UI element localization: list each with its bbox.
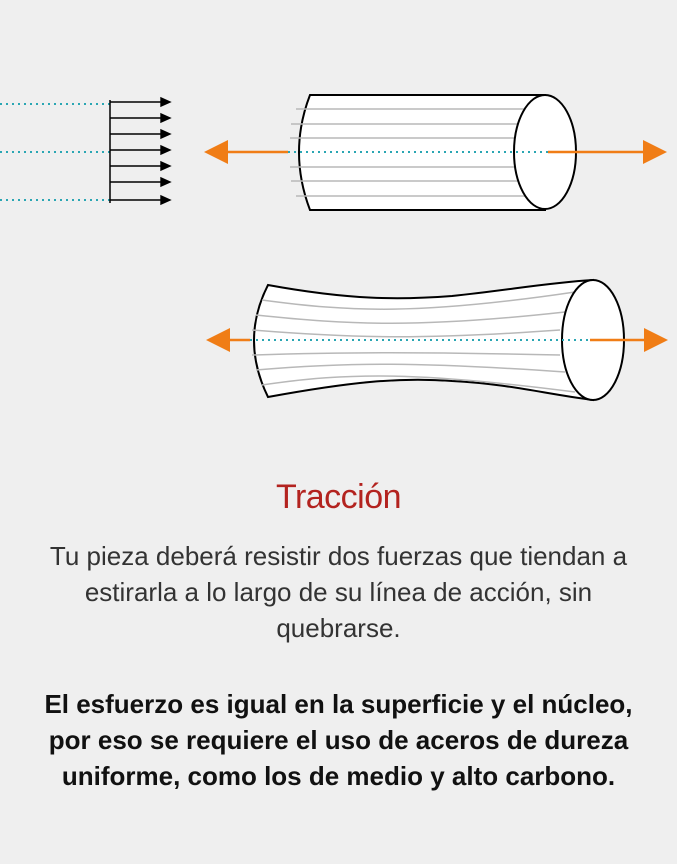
cylinder-unloaded (204, 94, 667, 211)
force-arrow-left (204, 140, 288, 164)
section-title: Tracción (275, 478, 402, 516)
emphasis-note: El esfuerzo es igual en la superficie y … (44, 689, 633, 791)
force-arrow-right (590, 328, 668, 352)
cylinder-stretched (206, 278, 668, 402)
stress-arrows (110, 96, 172, 206)
description-text: Tu pieza deberá resistir dos fuerzas que… (49, 541, 628, 643)
traction-illustration (0, 94, 668, 402)
force-arrow-right (548, 140, 667, 164)
stress-distribution-diagram (0, 96, 172, 206)
force-arrow-left (206, 328, 250, 352)
